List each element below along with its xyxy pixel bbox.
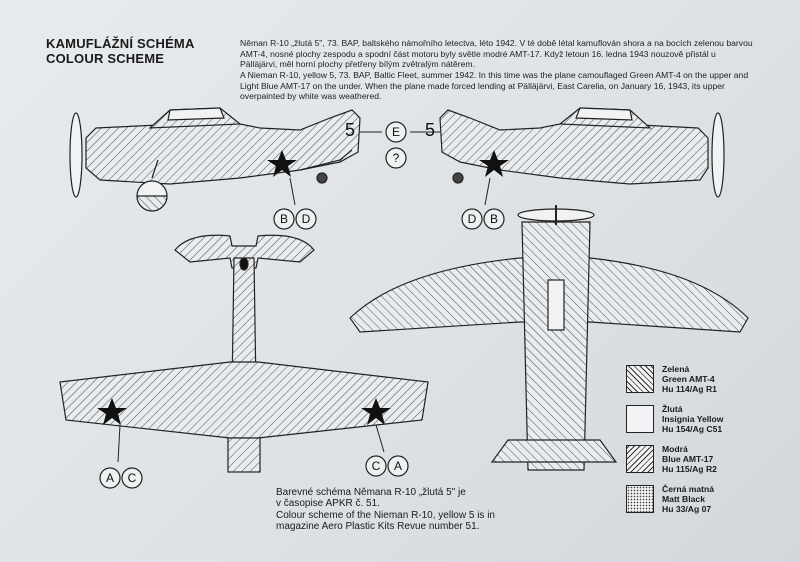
legend-yellow-name-cz: Žlutá — [662, 404, 683, 414]
tail-number-right: 5 — [425, 120, 435, 140]
caption-line-1: Barevné schéma Němana R-10 „žlutá 5" je — [276, 487, 466, 498]
star-insignia-wing-right — [361, 398, 391, 425]
callout-circles — [99, 121, 505, 489]
legend-black-name-cz: Černá matná — [662, 484, 715, 494]
top-view — [59, 234, 429, 473]
callout-letters: B D D B E ? A C C A — [106, 125, 498, 485]
callout-c-left: C — [128, 471, 137, 485]
caption-line-4: magazine Aero Plastic Kits Revue number … — [276, 521, 480, 533]
callout-lines — [117, 131, 491, 463]
legend-black-code: Hu 33/Ag 07 — [662, 504, 712, 515]
legend-swatch-green — [626, 365, 654, 393]
legend-yellow-code: Hu 154/Ag C51 — [662, 424, 723, 435]
star-insignia-wing-left — [97, 398, 127, 425]
legend-item-yellow: Žlutá Insignia Yellow Hu 154/Ag C51 — [626, 404, 796, 442]
caption-line-2: v časopise APKR č. 51. — [276, 498, 380, 510]
callout-question: ? — [393, 151, 400, 165]
side-view-right — [439, 107, 725, 198]
tail-number-left: 5 — [345, 120, 355, 140]
legend-item-green: Zelená Green AMT-4 Hu 114/Ag R1 — [626, 364, 796, 402]
legend-green-name-cz: Zelená — [662, 364, 690, 374]
legend-black-name-en: Matt Black — [662, 494, 705, 505]
description-english: A Nieman R-10, yellow 5, 73. BAP, Baltic… — [240, 70, 749, 102]
legend-swatch-yellow — [626, 405, 654, 433]
title-english: COLOUR SCHEME — [46, 51, 165, 66]
legend-green-code: Hu 114/Ag R1 — [662, 384, 717, 395]
callout-a-right: A — [394, 459, 402, 473]
legend-swatch-blue — [626, 445, 654, 473]
legend-blue-code: Hu 115/Ag R2 — [662, 464, 717, 475]
callout-e: E — [392, 125, 400, 139]
callout-d-left: D — [302, 212, 311, 226]
legend-green-name-en: Green AMT-4 — [662, 374, 715, 385]
callout-b-right: B — [490, 212, 498, 226]
title-czech: KAMUFLÁŽNÍ SCHÉMA — [46, 36, 195, 51]
callout-d-right: D — [468, 212, 477, 226]
title-block: KAMUFLÁŽNÍ SCHÉMA COLOUR SCHEME — [46, 36, 195, 66]
caption-line-3: Colour scheme of the Nieman R-10, yellow… — [276, 509, 495, 521]
star-insignia-side-left — [267, 150, 297, 177]
description-czech: Něman R-10 „žlutá 5", 73. BAP, baltského… — [240, 38, 753, 70]
callout-a-left: A — [106, 471, 114, 485]
colour-legend: Zelená Green AMT-4 Hu 114/Ag R1 Žlutá In… — [626, 364, 796, 524]
callout-b-left: B — [280, 212, 288, 226]
side-view-left — [69, 107, 361, 212]
legend-item-black: Černá matná Matt Black Hu 33/Ag 07 — [626, 484, 796, 522]
caption: Barevné schéma Němana R-10 „žlutá 5" je … — [276, 487, 576, 533]
legend-item-blue: Modrá Blue AMT-17 Hu 115/Ag R2 — [626, 444, 796, 482]
legend-blue-name-cz: Modrá — [662, 444, 688, 454]
star-insignia-side-right — [479, 150, 509, 177]
legend-yellow-name-en: Insignia Yellow — [662, 414, 724, 425]
callout-c-right: C — [372, 459, 381, 473]
legend-swatch-black — [626, 485, 654, 513]
bottom-view — [349, 205, 749, 471]
legend-blue-name-en: Blue AMT-17 — [662, 454, 714, 465]
